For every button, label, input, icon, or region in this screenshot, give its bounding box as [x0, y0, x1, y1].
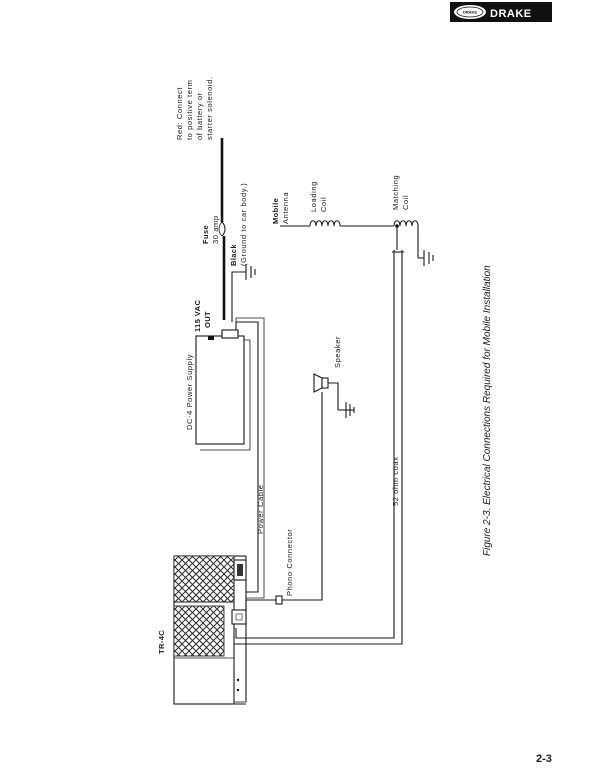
loading-coil-label: Loading Coil	[309, 181, 328, 212]
transceiver-label: TR-4C	[157, 630, 166, 654]
logo-emblem-text: DRAKE	[463, 10, 478, 15]
svg-text:Loading: Loading	[309, 181, 318, 212]
svg-text:Coil: Coil	[401, 195, 410, 210]
logo-brand-name: DRAKE	[490, 8, 532, 20]
fuse-label: Fuse 30 amp	[201, 215, 220, 244]
red-note-label: Red: Connect to positive term of battery…	[175, 76, 214, 140]
ground-wire	[231, 264, 256, 322]
vac-out-label: 115 VAC OUT	[193, 300, 212, 332]
svg-text:Black: Black	[229, 244, 238, 266]
phono-connector-label: Phono Connector	[285, 529, 294, 596]
power-supply	[195, 329, 251, 451]
svg-text:Fuse: Fuse	[201, 225, 210, 244]
svg-text:Red: Connect: Red: Connect	[175, 87, 184, 140]
coax-cable	[229, 250, 404, 645]
svg-text:Matching: Matching	[391, 175, 400, 210]
svg-text:to positive term: to positive term	[185, 80, 194, 140]
svg-text:Mobile: Mobile	[271, 198, 280, 224]
svg-text:starter solenoid.: starter solenoid.	[205, 76, 214, 140]
speaker	[280, 373, 355, 601]
drake-logo: DRAKE DRAKE	[450, 2, 552, 22]
svg-text:OUT: OUT	[203, 311, 212, 328]
svg-text:Antenna: Antenna	[281, 192, 290, 224]
power-cable-label: Power Cable	[256, 484, 265, 534]
power-cable	[235, 317, 265, 599]
svg-text:(Ground to car body.): (Ground to car body.)	[239, 183, 248, 266]
svg-text:115 VAC: 115 VAC	[193, 300, 202, 332]
mobile-antenna-label: Mobile Antenna	[271, 192, 290, 224]
battery-wire	[218, 138, 226, 320]
speaker-label: Speaker	[333, 336, 342, 368]
svg-text:30 amp: 30 amp	[211, 215, 220, 244]
svg-text:of battery or: of battery or	[195, 92, 204, 140]
transceiver	[173, 555, 247, 705]
figure-caption: Figure 2-3. Electrical Connections Requi…	[482, 265, 493, 556]
page-number: 2-3	[536, 753, 552, 765]
svg-text:Coil: Coil	[319, 197, 328, 212]
black-ground-label: Black (Ground to car body.)	[229, 183, 248, 266]
matching-coil-label: Matching Coil	[391, 175, 410, 210]
antenna-system	[280, 220, 434, 266]
power-supply-label: DC-4 Power Supply	[185, 354, 194, 430]
coax-label: 52 ohm coax	[391, 456, 400, 506]
